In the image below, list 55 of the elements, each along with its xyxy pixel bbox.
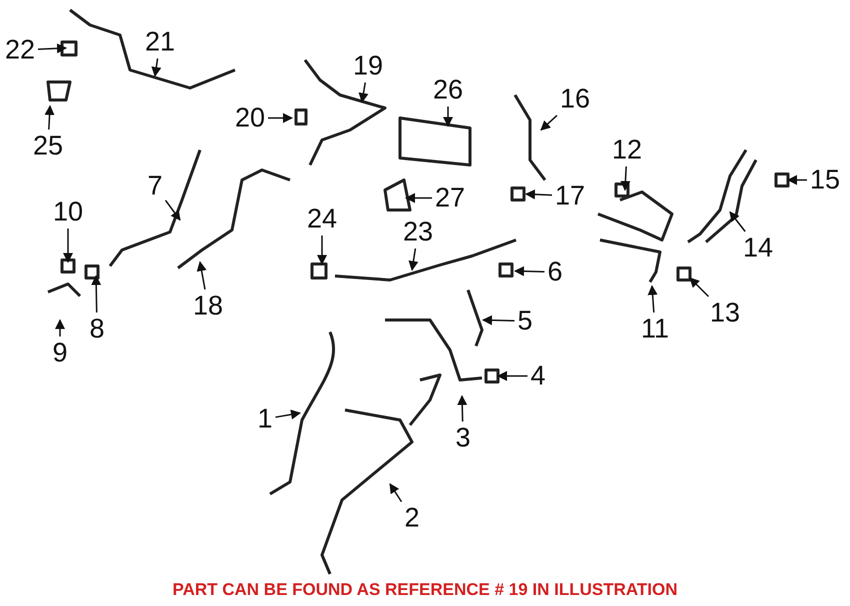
leader-line: [358, 82, 368, 103]
callout-number: 26: [432, 76, 464, 104]
callout-number: 15: [810, 166, 840, 194]
callout-number: 23: [402, 218, 434, 246]
callout-number: 21: [144, 28, 176, 56]
callout-number: 8: [89, 316, 105, 342]
leader-line: [164, 200, 181, 221]
callout-number: 13: [710, 300, 740, 326]
leader-line: [268, 113, 293, 123]
callout-number: 9: [52, 340, 68, 366]
leader-line: [457, 395, 468, 422]
callout-number: 22: [4, 36, 36, 64]
callout-number: 25: [32, 132, 64, 160]
callout-number: 20: [234, 104, 266, 132]
leader-line: [151, 58, 162, 77]
callout-number: 4: [530, 362, 546, 390]
leader-line: [389, 483, 402, 502]
caption: PART CAN BE FOUND AS REFERENCE # 19 IN ILLUSTRATION: [172, 580, 678, 600]
leader-line: [648, 285, 658, 313]
callout-number: 11: [640, 316, 670, 342]
callout-number: 10: [52, 198, 84, 226]
callout-number: 19: [352, 52, 384, 80]
callout-number: 5: [517, 308, 533, 334]
callout-number: 27: [434, 184, 466, 212]
leader-line: [689, 277, 710, 298]
leader-line: [55, 319, 65, 336]
callout-number: 14: [742, 234, 774, 262]
leader-line: [317, 236, 327, 265]
callout-number: 2: [404, 504, 420, 532]
callout-number: 16: [560, 86, 590, 112]
leader-line: [514, 266, 544, 276]
leader-line: [275, 410, 301, 420]
leader-line: [443, 106, 453, 127]
callout-number: 1: [257, 406, 273, 432]
callout-number: 3: [455, 424, 471, 452]
leader-line: [540, 114, 558, 131]
leader-line: [729, 211, 746, 232]
leader-line: [196, 261, 207, 290]
callout-number: 6: [547, 258, 563, 286]
leader-line: [482, 315, 514, 326]
leader-line: [408, 248, 418, 271]
callout-number: 7: [147, 172, 163, 200]
leader-line: [38, 43, 67, 54]
leader-line: [497, 371, 528, 381]
leader-line: [787, 175, 807, 185]
leader-line: [525, 189, 552, 200]
leader-line: [620, 166, 630, 191]
leader-line: [44, 105, 55, 130]
callout-number: 18: [192, 292, 224, 320]
leader-line: [63, 228, 73, 263]
callout-number: 12: [612, 136, 642, 164]
leader-line: [405, 193, 432, 203]
callout-number: 24: [306, 206, 338, 232]
callout-number: 17: [554, 182, 586, 210]
leader-line: [91, 275, 102, 313]
